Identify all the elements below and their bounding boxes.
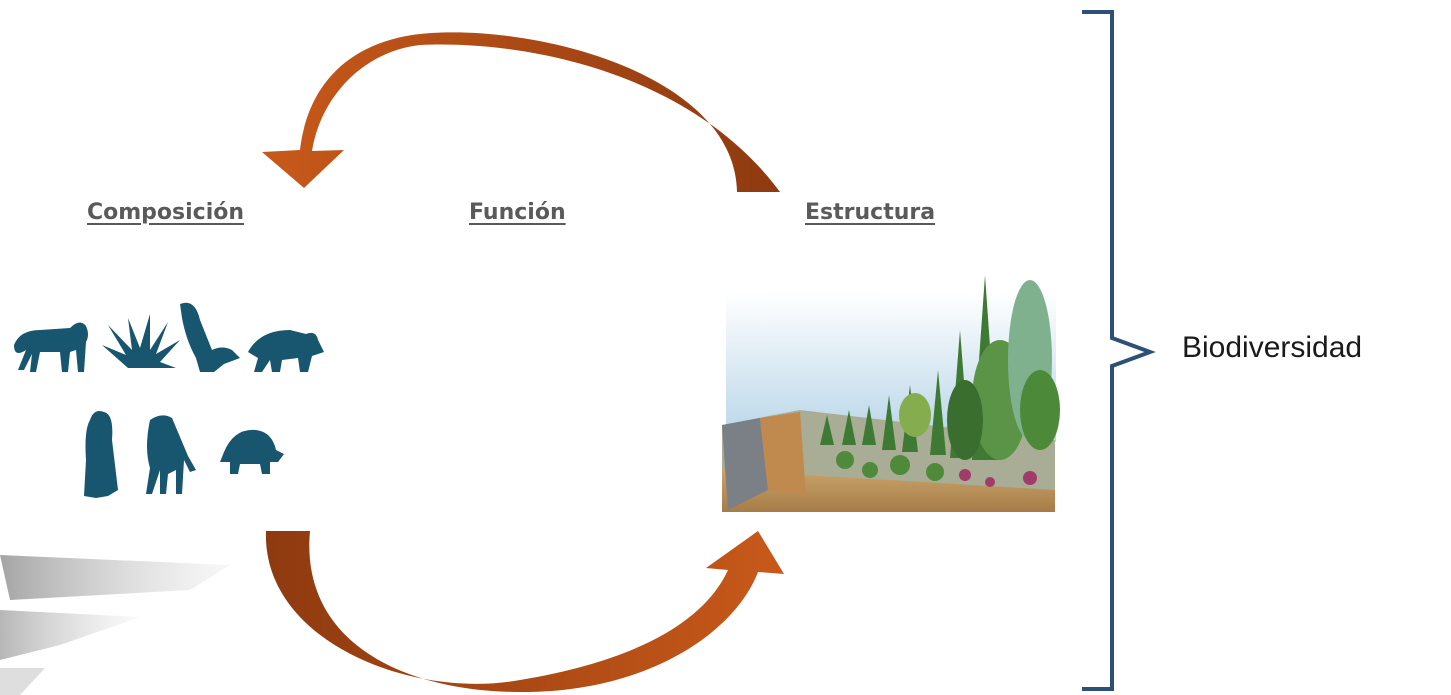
eagle-icon xyxy=(180,302,240,372)
bracket-label-biodiversidad: Biodiversidad xyxy=(1182,331,1363,364)
tortoise-icon xyxy=(220,429,284,474)
label-funcion: Función xyxy=(469,200,566,225)
jaguar-icon xyxy=(14,322,88,372)
label-estructura: Estructura xyxy=(805,200,936,225)
label-composicion: Composición xyxy=(87,200,245,225)
owl-icon xyxy=(84,411,118,498)
deer-icon xyxy=(146,415,196,494)
arrow-estructura-to-composicion xyxy=(262,32,780,192)
bear-icon xyxy=(248,330,324,372)
arrow-composicion-to-estructura xyxy=(265,531,784,693)
agave-icon xyxy=(102,314,180,368)
